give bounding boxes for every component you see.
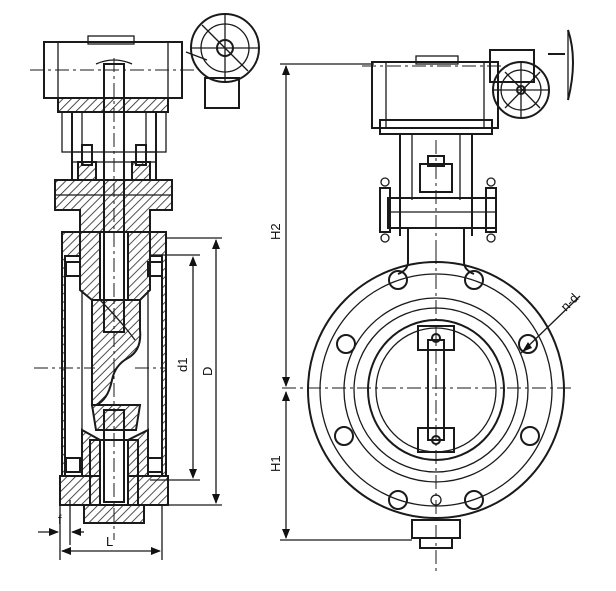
dim-d1: d1: [150, 254, 200, 481]
front-view: H2 H1 n-d: [268, 29, 582, 572]
side-stem: [95, 58, 133, 540]
dim-f: f: [38, 500, 84, 545]
dim-D: D: [165, 237, 222, 506]
dim-L: L: [59, 506, 163, 560]
label-D: D: [200, 367, 215, 376]
side-gearbox: [30, 13, 260, 113]
label-L: L: [106, 534, 113, 549]
dim-H2: H2: [268, 63, 374, 387]
label-f: f: [58, 512, 62, 527]
label-H1: H1: [268, 455, 283, 472]
dim-n-d: n-d: [519, 290, 582, 355]
front-neck: [397, 228, 475, 275]
front-yoke: [379, 134, 497, 250]
front-gearbox: [362, 29, 574, 135]
label-n-d: n-d: [558, 290, 582, 314]
dim-H1: H1: [268, 391, 412, 541]
side-section-view: d1 D L f: [30, 13, 260, 560]
label-d1: d1: [175, 358, 190, 372]
label-H2: H2: [268, 223, 283, 240]
